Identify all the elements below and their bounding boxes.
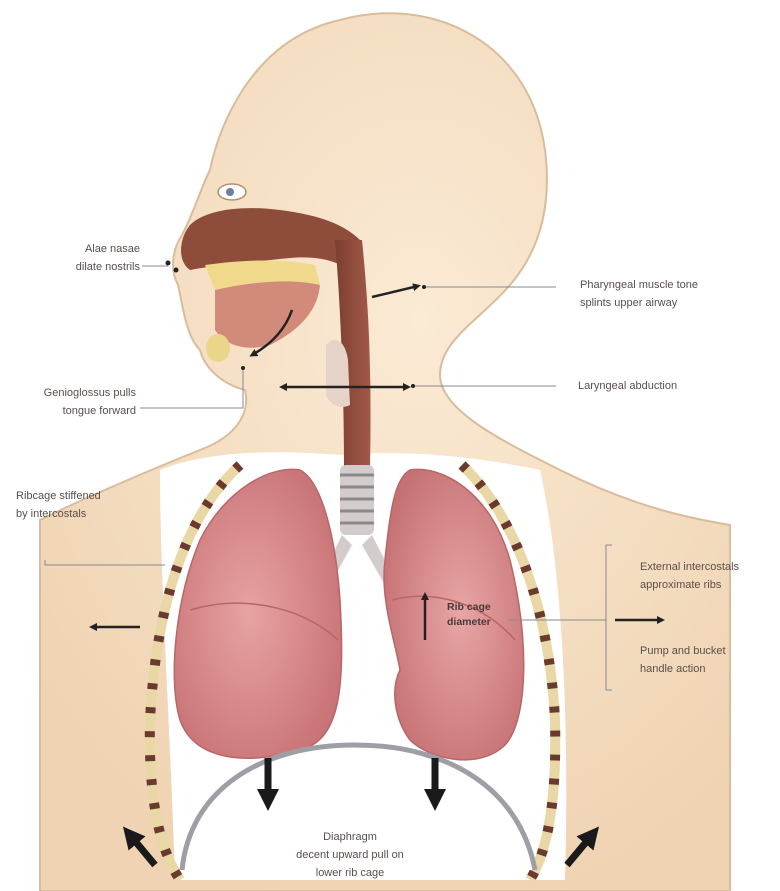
label-pump-bucket: Pump and bucket handle action xyxy=(640,642,726,678)
label-external-intercostals: External intercostals approximate ribs xyxy=(640,558,739,594)
label-alae-nasae: Alae nasae dilate nostrils xyxy=(40,240,140,276)
label-diaphragm: Diaphragm decent upward pull on lower ri… xyxy=(260,828,440,882)
label-laryngeal: Laryngeal abduction xyxy=(578,377,677,395)
label-genioglossus: Genioglossus pulls tongue forward xyxy=(0,384,136,420)
label-rib-cage-diameter: Rib cage diameter xyxy=(447,600,491,630)
diaphragm-title: Diaphragm xyxy=(260,828,440,846)
label-ribcage: Ribcage stiffened by intercostals xyxy=(16,487,101,523)
label-pharyngeal: Pharyngeal muscle tone splints upper air… xyxy=(580,276,698,312)
eye xyxy=(218,184,246,200)
